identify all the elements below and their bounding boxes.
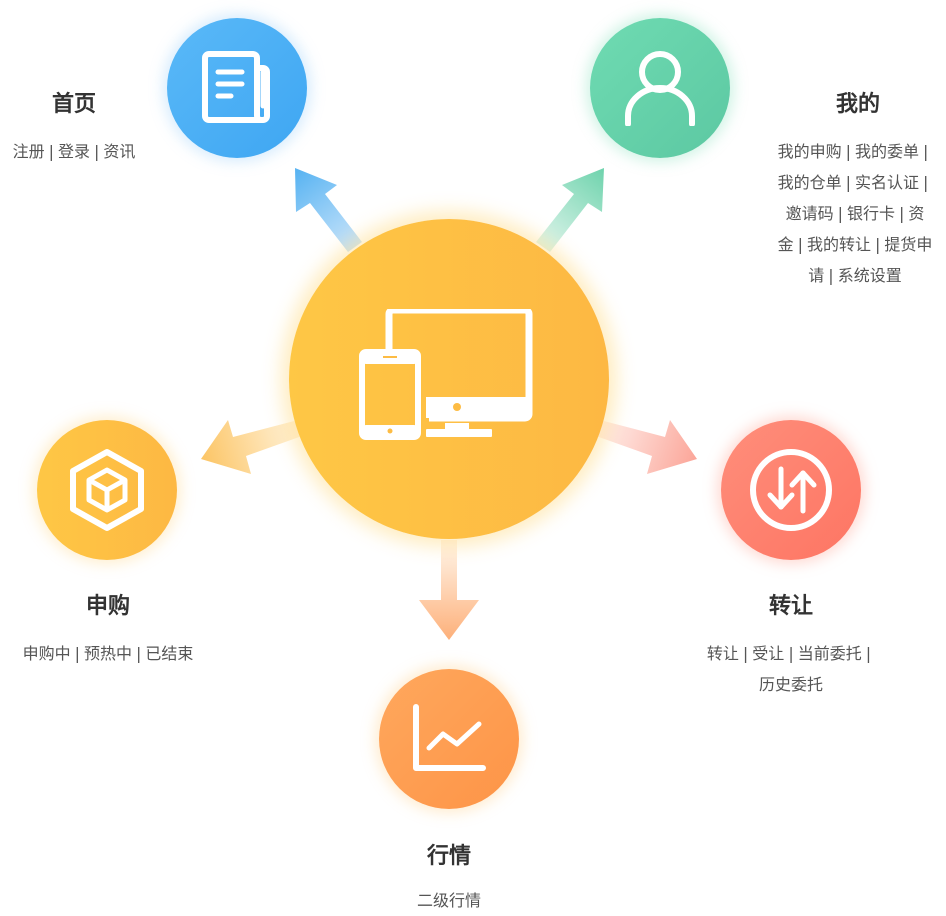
link-history-orders[interactable]: 历史委托 xyxy=(758,675,823,694)
separator: | xyxy=(136,644,142,663)
link-my-subscriptions[interactable]: 我的申购 xyxy=(777,142,842,161)
link-register[interactable]: 注册 xyxy=(12,142,45,161)
separator: | xyxy=(865,644,872,663)
newspaper-icon xyxy=(202,51,270,123)
box-icon xyxy=(70,449,144,531)
link-accept-transfer[interactable]: 受让 xyxy=(752,644,785,663)
market-node[interactable] xyxy=(379,669,519,809)
link-current-orders[interactable]: 当前委托 xyxy=(797,644,862,663)
link-news[interactable]: 资讯 xyxy=(103,142,136,161)
mine-node[interactable] xyxy=(590,18,730,158)
link-warming-up[interactable]: 预热中 xyxy=(83,644,132,663)
arrow-to-transfer xyxy=(596,420,697,474)
mine-links-line-5: 请|系统设置 xyxy=(760,260,946,291)
mine-links-line-4: 金|我的转让|提货申 xyxy=(760,229,946,260)
devices-icon xyxy=(359,309,533,440)
link-funds-part2[interactable]: 金 xyxy=(777,235,794,254)
link-pickup-request-part2[interactable]: 请 xyxy=(808,266,825,285)
mine-links-line-3: 邀请码|银行卡|资 xyxy=(760,198,946,229)
subscribe-node[interactable] xyxy=(37,420,177,560)
link-my-warehouse-receipts[interactable]: 我的仓单 xyxy=(777,173,842,192)
separator: | xyxy=(899,204,905,223)
transfer-node[interactable] xyxy=(721,420,861,560)
separator: | xyxy=(845,173,851,192)
subscribe-links: 申购中|预热中|已结束 xyxy=(0,638,216,669)
transfer-links-line-1: 转让|受让|当前委托| xyxy=(686,638,896,669)
transfer-links: 转让|受让|当前委托| 历史委托 xyxy=(686,638,896,700)
market-links: 二级行情 xyxy=(379,885,519,916)
line-chart-icon xyxy=(413,704,486,771)
link-subscribing[interactable]: 申购中 xyxy=(22,644,71,663)
arrow-to-market xyxy=(419,540,479,640)
link-bank-card[interactable]: 银行卡 xyxy=(846,204,895,223)
link-system-settings[interactable]: 系统设置 xyxy=(837,266,902,285)
link-ended[interactable]: 已结束 xyxy=(145,644,194,663)
separator: | xyxy=(923,173,929,192)
link-my-transfers[interactable]: 我的转让 xyxy=(806,235,871,254)
link-secondary-market[interactable]: 二级行情 xyxy=(416,891,481,910)
link-transfer[interactable]: 转让 xyxy=(706,644,739,663)
mine-links-line-2: 我的仓单|实名认证| xyxy=(760,167,946,198)
user-icon xyxy=(625,51,695,126)
separator: | xyxy=(845,142,851,161)
market-title[interactable]: 行情 xyxy=(426,844,471,869)
link-my-orders[interactable]: 我的委单 xyxy=(855,142,920,161)
mine-links: 我的申购|我的委单| 我的仓单|实名认证| 邀请码|银行卡|资 金|我的转让|提… xyxy=(760,136,946,291)
separator: | xyxy=(74,644,80,663)
home-title[interactable]: 首页 xyxy=(51,92,96,117)
separator: | xyxy=(742,644,749,663)
separator: | xyxy=(788,644,794,663)
transfer-links-line-2: 历史委托 xyxy=(686,669,896,700)
mine-title[interactable]: 我的 xyxy=(835,92,880,117)
link-invite-code[interactable]: 邀请码 xyxy=(785,204,834,223)
link-pickup-request-part1[interactable]: 提货申 xyxy=(884,235,933,254)
separator: | xyxy=(828,266,834,285)
link-real-name-auth[interactable]: 实名认证 xyxy=(855,173,920,192)
separator: | xyxy=(797,235,803,254)
separator: | xyxy=(94,142,100,161)
separator: | xyxy=(48,142,54,161)
transfer-title[interactable]: 转让 xyxy=(768,594,813,619)
link-login[interactable]: 登录 xyxy=(57,142,90,161)
subscribe-title[interactable]: 申购 xyxy=(85,594,130,619)
arrow-to-home xyxy=(295,168,362,252)
arrow-to-mine xyxy=(536,168,604,252)
mine-links-line-1: 我的申购|我的委单| xyxy=(760,136,946,167)
home-links: 注册|登录|资讯 xyxy=(0,136,154,167)
link-funds-part1[interactable]: 资 xyxy=(908,204,925,223)
separator: | xyxy=(875,235,881,254)
arrow-to-subscribe xyxy=(201,420,302,474)
separator: | xyxy=(923,142,929,161)
home-node[interactable] xyxy=(167,18,307,158)
separator: | xyxy=(837,204,843,223)
center-hub xyxy=(289,219,609,539)
transfer-arrows-icon xyxy=(750,449,832,531)
